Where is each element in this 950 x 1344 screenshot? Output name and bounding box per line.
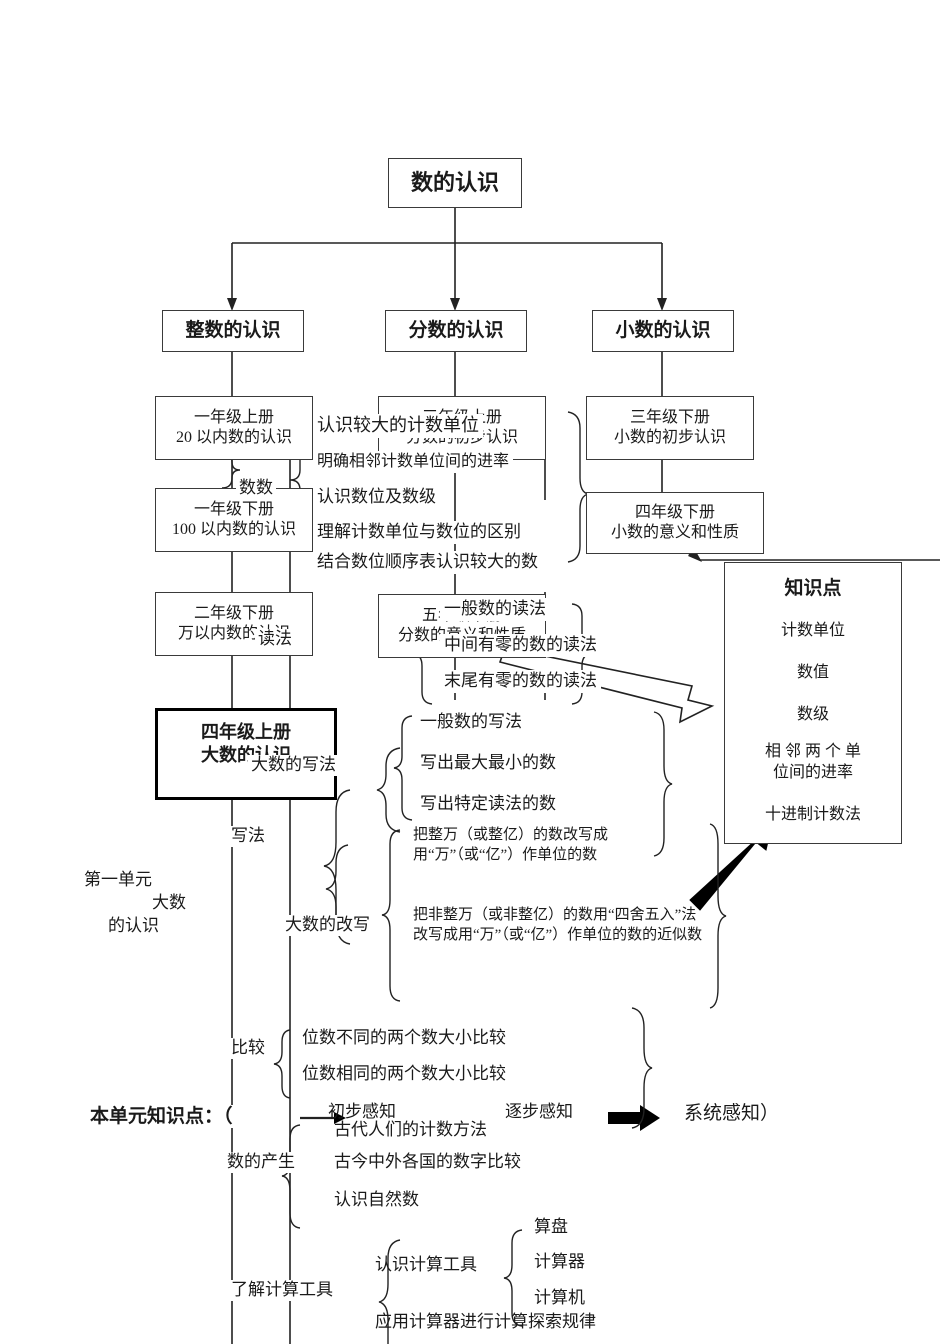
counting-item: 明确相邻计数单位间的进率 <box>313 451 514 473</box>
integer-box-3-line1: 二年级下册 <box>193 605 274 622</box>
knowledge-panel-item: 计数单位 <box>780 622 845 639</box>
sub-know-tools-label: 认识计算工具 <box>375 1255 477 1274</box>
integer-box-4-line1: 四年级上册 <box>201 722 291 742</box>
left-unit-label-line3: 的认识 <box>108 916 159 935</box>
reading-item: 中间有零的数的读法 <box>440 634 601 657</box>
group-writing-label: 写法 <box>228 826 268 847</box>
footer-stage-2: 逐步感知 <box>505 1102 573 1121</box>
level2-box-integer: 整数的认识 <box>162 310 304 352</box>
footer-stage-3: 系统感知） <box>684 1103 780 1124</box>
reading-item: 一般数的读法 <box>440 598 550 621</box>
counting-item: 结合数位顺序表认识较大的数 <box>313 551 542 574</box>
knowledge-panel-title: 知识点 <box>784 578 842 599</box>
decimal-box-1-line2: 小数的初步认识 <box>613 429 726 446</box>
root-label: 数的认识 <box>410 170 499 196</box>
left-unit-label-line1: 第一单元 <box>84 870 152 889</box>
counting-item: 理解计数单位与数位的区别 <box>313 521 525 544</box>
integer-box-1-line2: 20 以内数的认识 <box>175 429 292 446</box>
group-origin-label: 数的产生 <box>224 1152 298 1173</box>
integer-box-1: 一年级上册 20 以内数的认识 <box>155 396 313 460</box>
integer-box-2-line1: 一年级下册 <box>193 501 274 518</box>
decimal-box-1-line1: 三年级下册 <box>629 409 710 426</box>
knowledge-panel-item: 数级 <box>796 706 829 723</box>
integer-box-4-highlighted: 四年级上册 大数的认识 <box>155 708 337 800</box>
compare-item: 位数不同的两个数大小比较 <box>302 1028 506 1047</box>
decimal-box-2-line2: 小数的意义和性质 <box>610 524 739 541</box>
level2-label-decimal: 小数的认识 <box>615 320 711 342</box>
group-counting-label: 数数 <box>236 478 276 499</box>
level2-box-decimal: 小数的认识 <box>592 310 734 352</box>
counting-item: 认识较大的计数单位 <box>313 414 483 438</box>
tool-item: 算盘 <box>534 1217 568 1236</box>
knowledge-panel-item: 相 邻 两 个 单 位间的进率 <box>764 743 861 781</box>
origin-item: 认识自然数 <box>334 1190 419 1209</box>
level2-label-fraction: 分数的认识 <box>408 320 504 342</box>
rewriting-item: 把非整万（或非整亿）的数用“四舍五入”法改写成用“万”（或“亿”）作单位的数的近… <box>413 907 703 943</box>
writing-item: 写出特定读法的数 <box>420 794 556 813</box>
left-unit-label-line2: 大数 <box>152 893 186 912</box>
sub-writing-label: 大数的写法 <box>248 755 339 776</box>
knowledge-panel-item: 数值 <box>796 664 829 681</box>
tool-item: 计算机 <box>534 1288 585 1307</box>
writing-item: 一般数的写法 <box>420 712 522 731</box>
root-box: 数的认识 <box>388 158 522 208</box>
knowledge-panel-item: 十进制计数法 <box>764 805 861 823</box>
knowledge-point-panel: 知识点 计数单位 数值 数级 相 邻 两 个 单 位间的进率 十进制计数法 <box>724 562 902 844</box>
decimal-box-2: 四年级下册 小数的意义和性质 <box>586 492 764 554</box>
level2-box-fraction: 分数的认识 <box>385 310 527 352</box>
integer-box-1-line1: 一年级上册 <box>193 409 274 426</box>
integer-box-2: 一年级下册 100 以内数的认识 <box>155 488 313 552</box>
group-reading-label: 读法 <box>255 629 295 650</box>
group-compare-label: 比较 <box>228 1038 268 1059</box>
level2-label-integer: 整数的认识 <box>185 320 281 342</box>
footer-prefix: 本单元知识点：（ <box>88 1105 235 1129</box>
compare-item: 位数相同的两个数大小比较 <box>302 1064 506 1083</box>
group-tools-label: 了解计算工具 <box>228 1280 336 1301</box>
rewriting-item: 把整万（或整亿）的数改写成用“万”（或“亿”）作单位的数 <box>413 827 609 863</box>
counting-item: 认识数位及数级 <box>313 486 440 509</box>
origin-item: 古代人们的计数方法 <box>334 1120 487 1139</box>
sub-rewriting-label: 大数的改写 <box>282 915 373 936</box>
tool-item: 计算器 <box>534 1252 585 1271</box>
reading-item: 末尾有零的数的读法 <box>440 670 601 693</box>
sub-apply-tools-label: 应用计算器进行计算探索规律 <box>375 1312 596 1331</box>
writing-item: 写出最大最小的数 <box>420 753 556 772</box>
integer-box-2-line2: 100 以内数的认识 <box>171 521 296 538</box>
decimal-box-2-line1: 四年级下册 <box>634 504 715 521</box>
footer-stage-1: 初步感知 <box>328 1102 396 1121</box>
decimal-box-1: 三年级下册 小数的初步认识 <box>586 396 754 460</box>
origin-item: 古今中外各国的数字比较 <box>334 1152 521 1171</box>
